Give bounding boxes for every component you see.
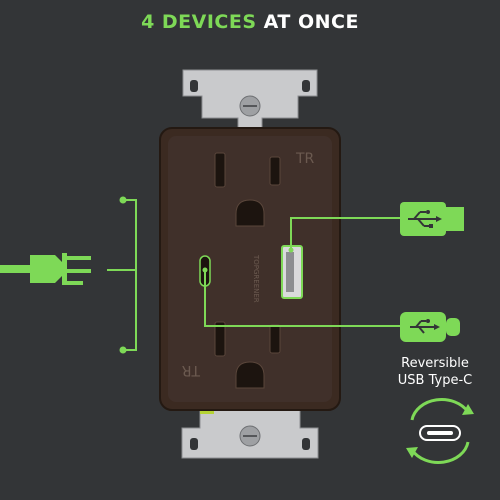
brand-vertical: TOPGREENER [252, 254, 260, 303]
usb-a-icon [400, 202, 464, 236]
caption-line-2: USB Type-C [397, 373, 473, 388]
usb-c-caption: Reversible USB Type-C [380, 355, 490, 389]
caption-line-1: Reversible [401, 356, 469, 371]
headline-rest: AT ONCE [256, 11, 359, 33]
top-receptacle [214, 152, 281, 227]
connector-lines [107, 199, 400, 351]
headline: 4 DEVICES AT ONCE [0, 11, 500, 33]
mounting-strap-top [182, 69, 318, 133]
tr-mark-bottom: TR [181, 362, 201, 378]
usb-c-icon [400, 312, 460, 342]
headline-accent: 4 DEVICES [141, 11, 257, 33]
usb-a-port [281, 245, 303, 299]
ac-plug-icon [0, 253, 91, 285]
tr-mark-top: TR [295, 151, 315, 167]
reversible-arrows-icon [406, 398, 474, 464]
